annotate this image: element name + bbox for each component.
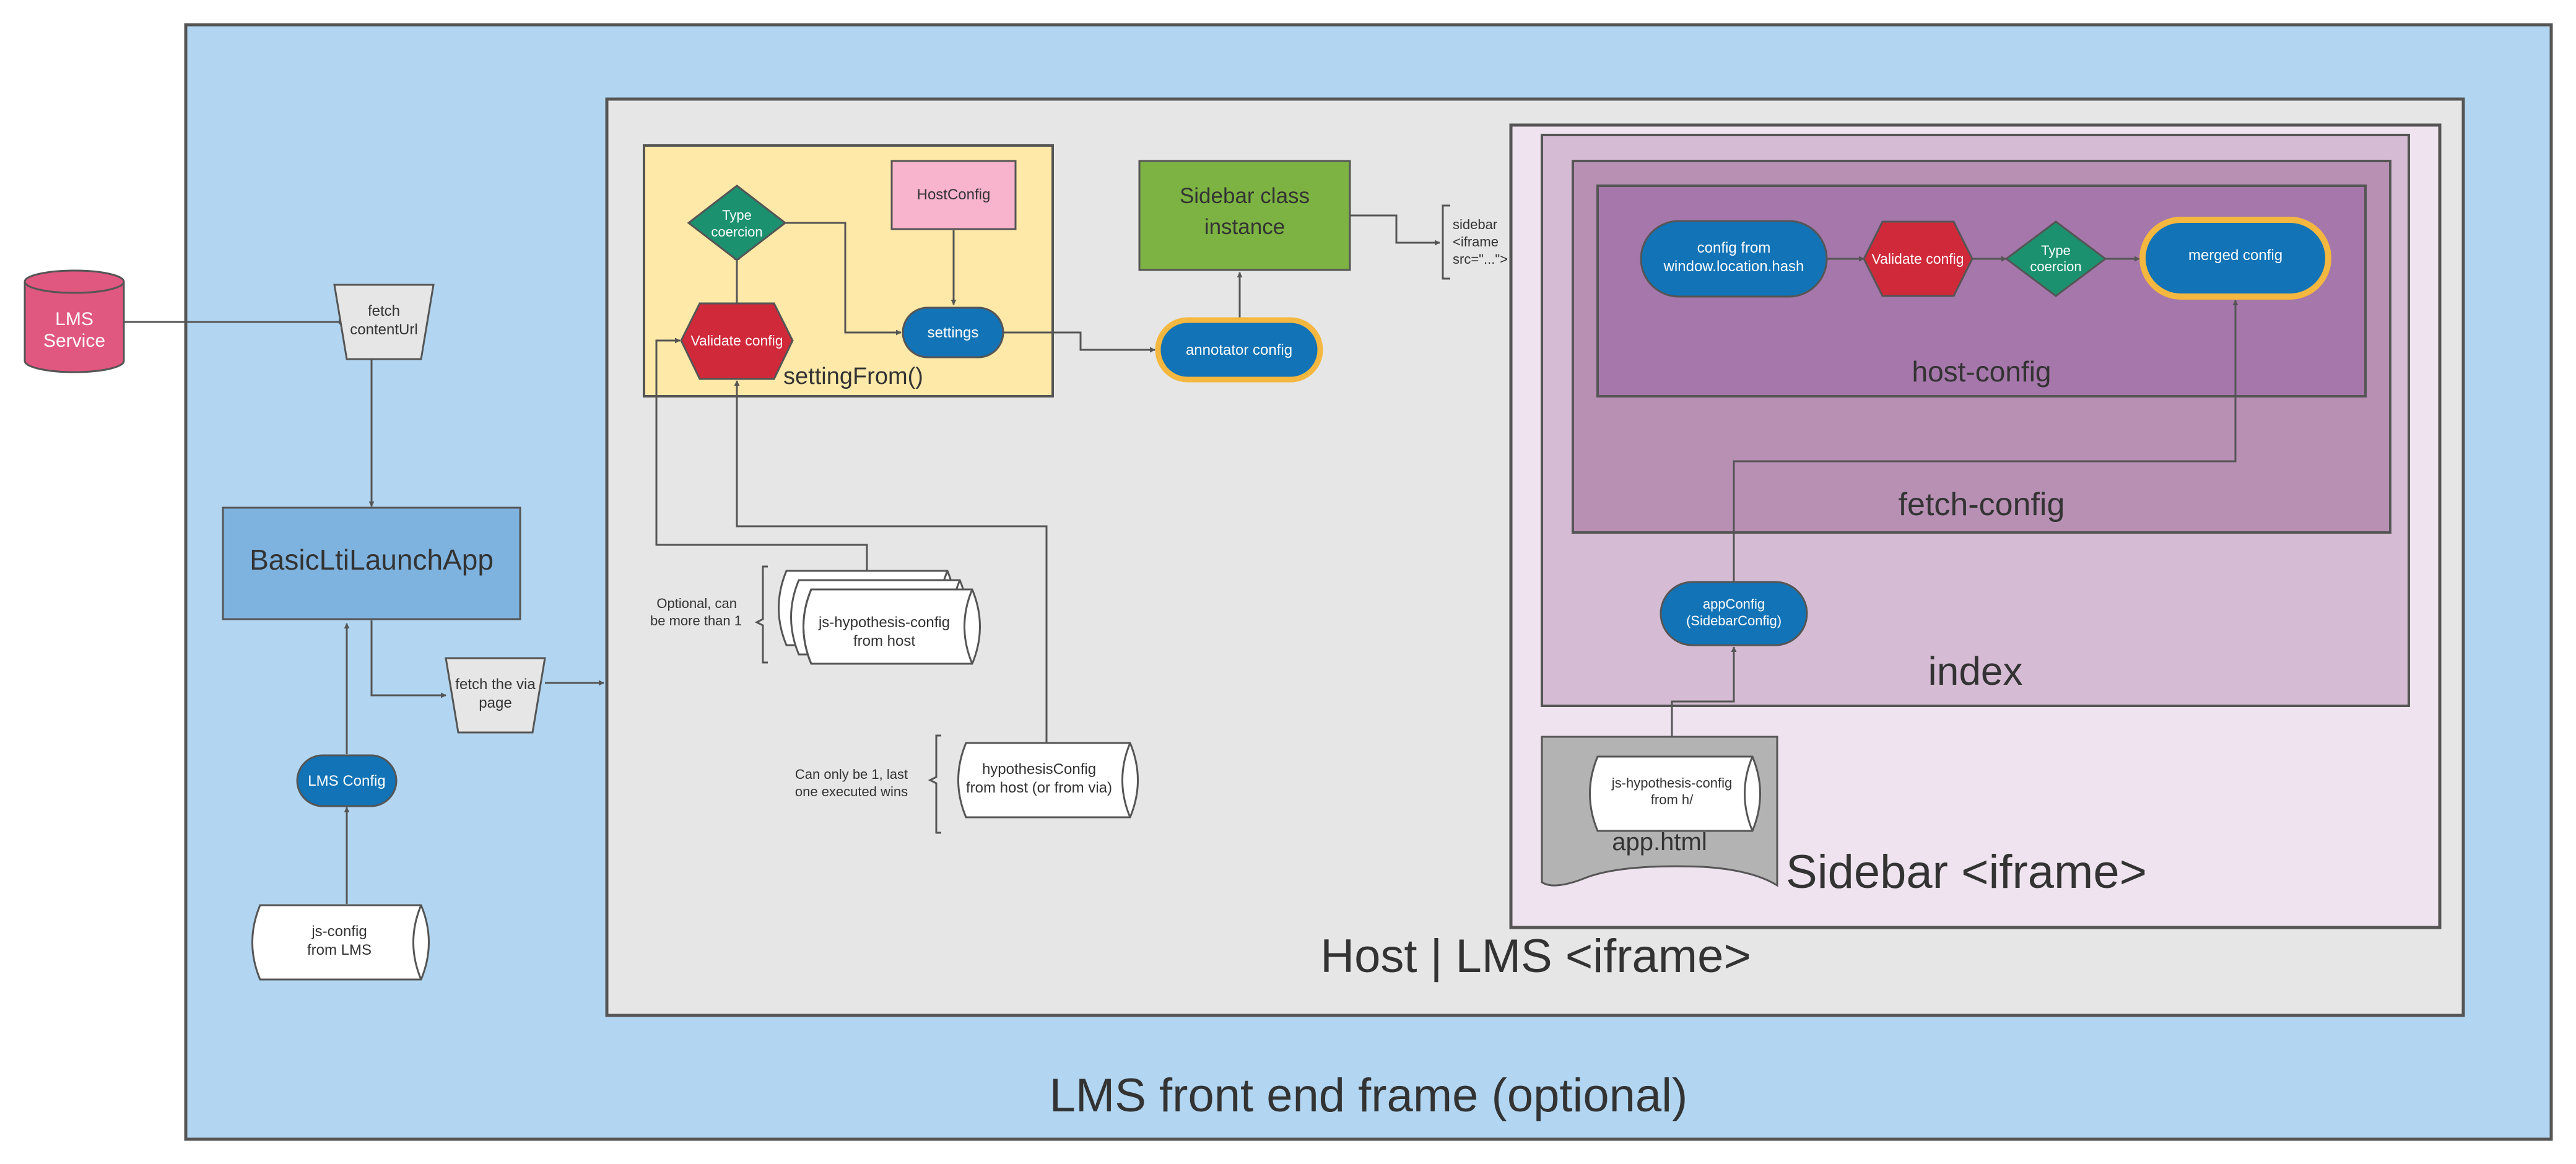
lms-front-end-frame-label: LMS front end frame (optional) — [1050, 1069, 1688, 1122]
basic-lti-launch-app-node: BasicLtiLaunchApp — [222, 506, 521, 620]
validate-config-2-node: Validate config — [1863, 220, 1973, 297]
fetch-content-url-line-1: fetch — [368, 303, 400, 319]
edge-sidebar-class-to-iframe — [1350, 214, 1440, 246]
js-config-line-1: js-config — [311, 923, 367, 940]
fetch-content-url-node: fetch contentUrl — [333, 284, 435, 360]
hypothesis-config-line-2: from host (or from via) — [966, 780, 1112, 796]
validate-config-2-label: Validate config — [1871, 251, 1964, 267]
sidebar-iframe-label: Sidebar <iframe> — [1786, 846, 2147, 898]
edge-settings-to-annotator — [1003, 331, 1155, 353]
js-hypothesis-config-host-line-1: js-hypothesis-config — [818, 614, 950, 631]
settings-node: settings — [902, 306, 1004, 358]
index-label: index — [1928, 649, 2023, 693]
lms-config-label: LMS Config — [308, 773, 385, 789]
js-hypothesis-config-host-line-2: from host — [853, 633, 915, 649]
type-coercion-2-line-2: coercion — [2030, 259, 2081, 274]
sidebar-class-line-2: instance — [1204, 215, 1285, 239]
edge-js-hypothesis-h-to-app-config — [1671, 646, 1737, 757]
merged-config-label: merged config — [2188, 247, 2282, 264]
hypothesis-config-host-node: hypothesisConfig from host (or from via) — [957, 742, 1139, 819]
app-html-label: app.html — [1612, 828, 1707, 856]
lms-service-line-1: LMS — [55, 309, 94, 329]
js-hypothesis-config-h-line-1: js-hypothesis-config — [1611, 775, 1732, 791]
fetch-content-url-line-2: contentUrl — [350, 321, 417, 338]
optional-note: Optional, can be more than 1 — [650, 565, 768, 664]
fetch-via-page-node: fetch the via page — [445, 657, 546, 734]
app-config-line-1: appConfig — [1703, 596, 1765, 612]
config-from-hash-line-2: window.location.hash — [1663, 258, 1804, 275]
edge-app-config-to-merged — [1733, 300, 2239, 582]
host-config-box-node: HostConfig — [890, 160, 1017, 230]
js-config-line-2: from LMS — [307, 942, 372, 958]
sidebar-iframe-note-line-3: src="..."> — [1453, 251, 1508, 267]
type-coercion-line-1: Type — [722, 207, 752, 223]
only-one-note-line-1: Can only be 1, last — [795, 767, 908, 782]
edge-basic-app-to-via — [370, 620, 446, 698]
sidebar-class-line-1: Sidebar class — [1180, 184, 1310, 208]
sidebar-class-instance-node: Sidebar class instance — [1138, 160, 1351, 271]
validate-config-label: Validate config — [690, 332, 783, 349]
app-config-line-2: (SidebarConfig) — [1686, 613, 1782, 628]
type-coercion-2-line-1: Type — [2041, 243, 2071, 258]
only-one-note: Can only be 1, last one executed wins — [795, 734, 941, 834]
js-hypothesis-config-h-line-2: from h/ — [1651, 792, 1694, 807]
optional-note-line-2: be more than 1 — [650, 613, 742, 628]
edge-type-to-settings — [785, 222, 902, 336]
config-from-hash-node: config from window.location.hash — [1640, 220, 1828, 298]
edge-js-hypothesis-to-validate — [655, 337, 868, 571]
basic-lti-launch-app-label: BasicLtiLaunchApp — [250, 544, 494, 576]
only-one-note-line-2: one executed wins — [795, 784, 908, 799]
annotator-config-label: annotator config — [1186, 342, 1292, 358]
setting-from-label: settingFrom() — [783, 363, 923, 389]
sidebar-iframe-note-line-2: <iframe — [1453, 234, 1499, 250]
edge-hypothesis-config-to-validate — [734, 380, 1048, 743]
merged-config-node: merged config — [2139, 217, 2331, 300]
host-config-label: host-config — [1912, 355, 2051, 388]
sidebar-iframe-note-line-1: sidebar — [1453, 217, 1497, 232]
app-config-node: appConfig(SidebarConfig) — [1660, 581, 1808, 646]
fetch-via-page-line-1: fetch the via — [455, 676, 536, 693]
lms-service-line-2: Service — [43, 331, 105, 351]
settings-label: settings — [928, 324, 979, 341]
js-config-node: js-config from LMS — [251, 904, 430, 981]
lms-config-node: LMS Config — [296, 754, 398, 807]
js-hypothesis-config-host-node: js-hypothesis-config from host — [778, 570, 981, 665]
annotator-config-node: annotator config — [1155, 317, 1323, 383]
type-coercion-line-2: coercion — [711, 224, 762, 240]
hypothesis-config-line-1: hypothesisConfig — [982, 761, 1096, 778]
optional-note-line-1: Optional, can — [656, 596, 737, 611]
config-from-hash-line-1: config from — [1697, 240, 1771, 256]
fetch-config-label: fetch-config — [1899, 487, 2065, 523]
host-frame-label: Host | LMS <iframe> — [1320, 930, 1751, 983]
validate-config-node: Validate config — [680, 302, 794, 380]
svg-text:appConfig(SidebarConfig): appConfig(SidebarConfig) — [1686, 596, 1782, 628]
fetch-via-page-line-2: page — [479, 695, 511, 711]
host-config-box-label: HostConfig — [917, 186, 991, 203]
